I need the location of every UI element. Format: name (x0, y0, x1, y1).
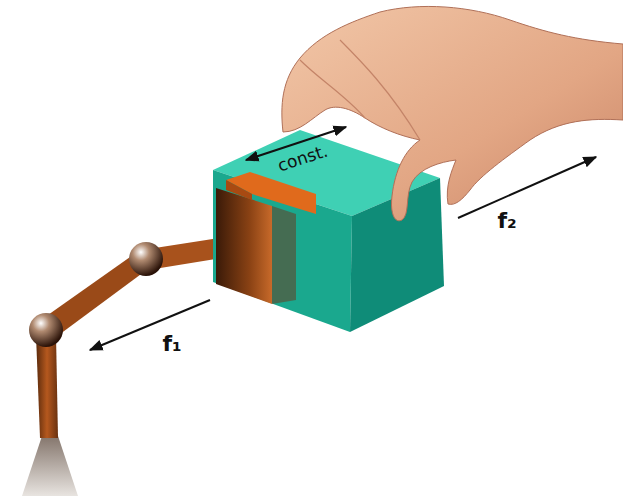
robot-base (22, 430, 78, 496)
robot-joint (29, 313, 63, 347)
robot-joint (129, 242, 163, 276)
hand-crease (340, 40, 420, 140)
hand (282, 6, 623, 220)
cube-front (213, 170, 352, 332)
gripper-plate (216, 188, 272, 304)
gripper-jaw (226, 180, 252, 200)
gripper-jaw (226, 172, 316, 214)
force-label: f₂ (497, 210, 516, 232)
force-arrow (458, 157, 596, 218)
force-label: f₁ (162, 333, 181, 355)
force-arrow (90, 300, 210, 350)
robot-link (36, 335, 58, 438)
hand-crease (300, 60, 365, 118)
gripper-shadow (272, 206, 296, 304)
